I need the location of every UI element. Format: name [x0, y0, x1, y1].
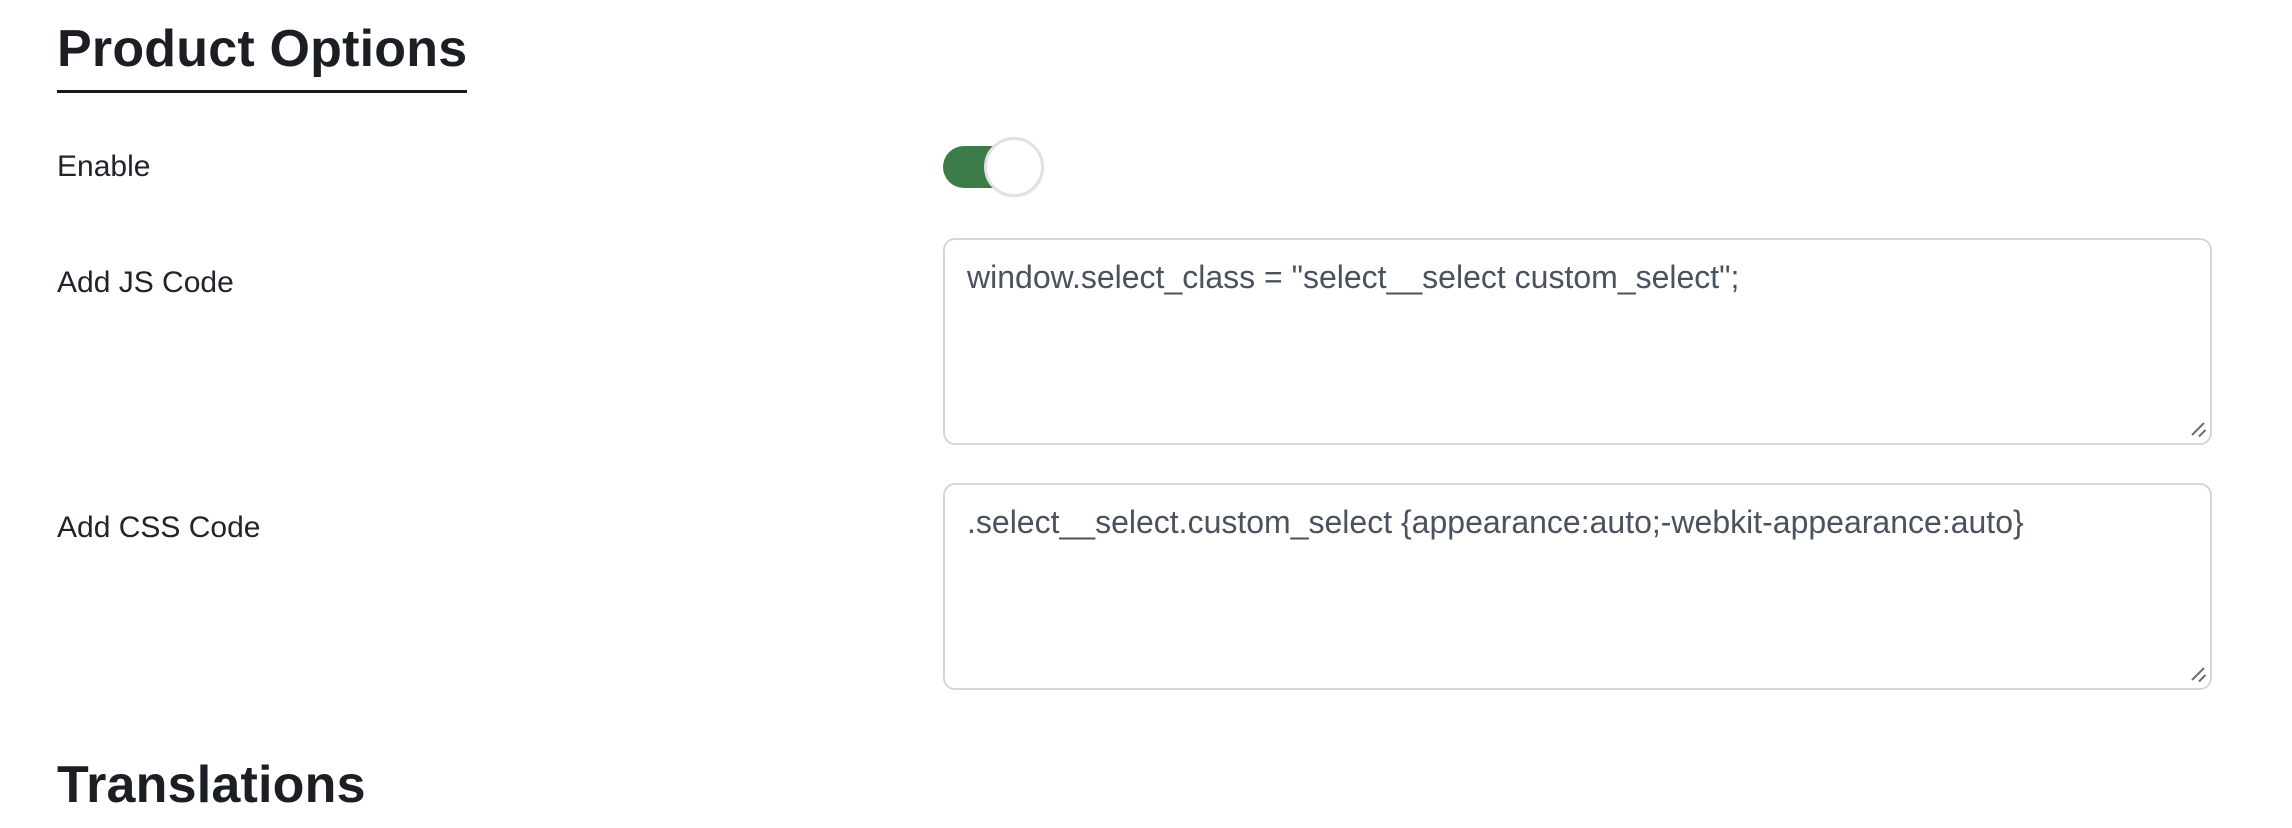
section-heading-product-options: Product Options — [57, 16, 2212, 93]
css-code-field-row: Add CSS Code .select__select.custom_sele… — [57, 482, 2212, 690]
js-code-control: window.select_class = "select__select cu… — [943, 237, 2212, 445]
enable-control — [943, 136, 2212, 197]
js-code-textarea[interactable]: window.select_class = "select__select cu… — [943, 237, 2212, 445]
toggle-knob — [984, 136, 1044, 197]
css-code-textarea[interactable]: .select__select.custom_select {appearanc… — [943, 482, 2212, 690]
enable-label: Enable — [57, 150, 151, 184]
enable-field-row: Enable — [57, 136, 2212, 197]
enable-toggle[interactable] — [943, 136, 1044, 197]
resize-grip-icon[interactable] — [2189, 665, 2207, 683]
css-code-control: .select__select.custom_select {appearanc… — [943, 482, 2212, 690]
resize-grip-icon[interactable] — [2189, 420, 2207, 438]
translations-title: Translations — [57, 755, 366, 814]
css-code-label: Add CSS Code — [57, 510, 261, 544]
js-code-label: Add JS Code — [57, 265, 234, 299]
section-heading-translations: Translations — [57, 752, 2212, 828]
js-code-field-row: Add JS Code window.select_class = "selec… — [57, 237, 2212, 445]
product-options-title: Product Options — [57, 16, 468, 93]
